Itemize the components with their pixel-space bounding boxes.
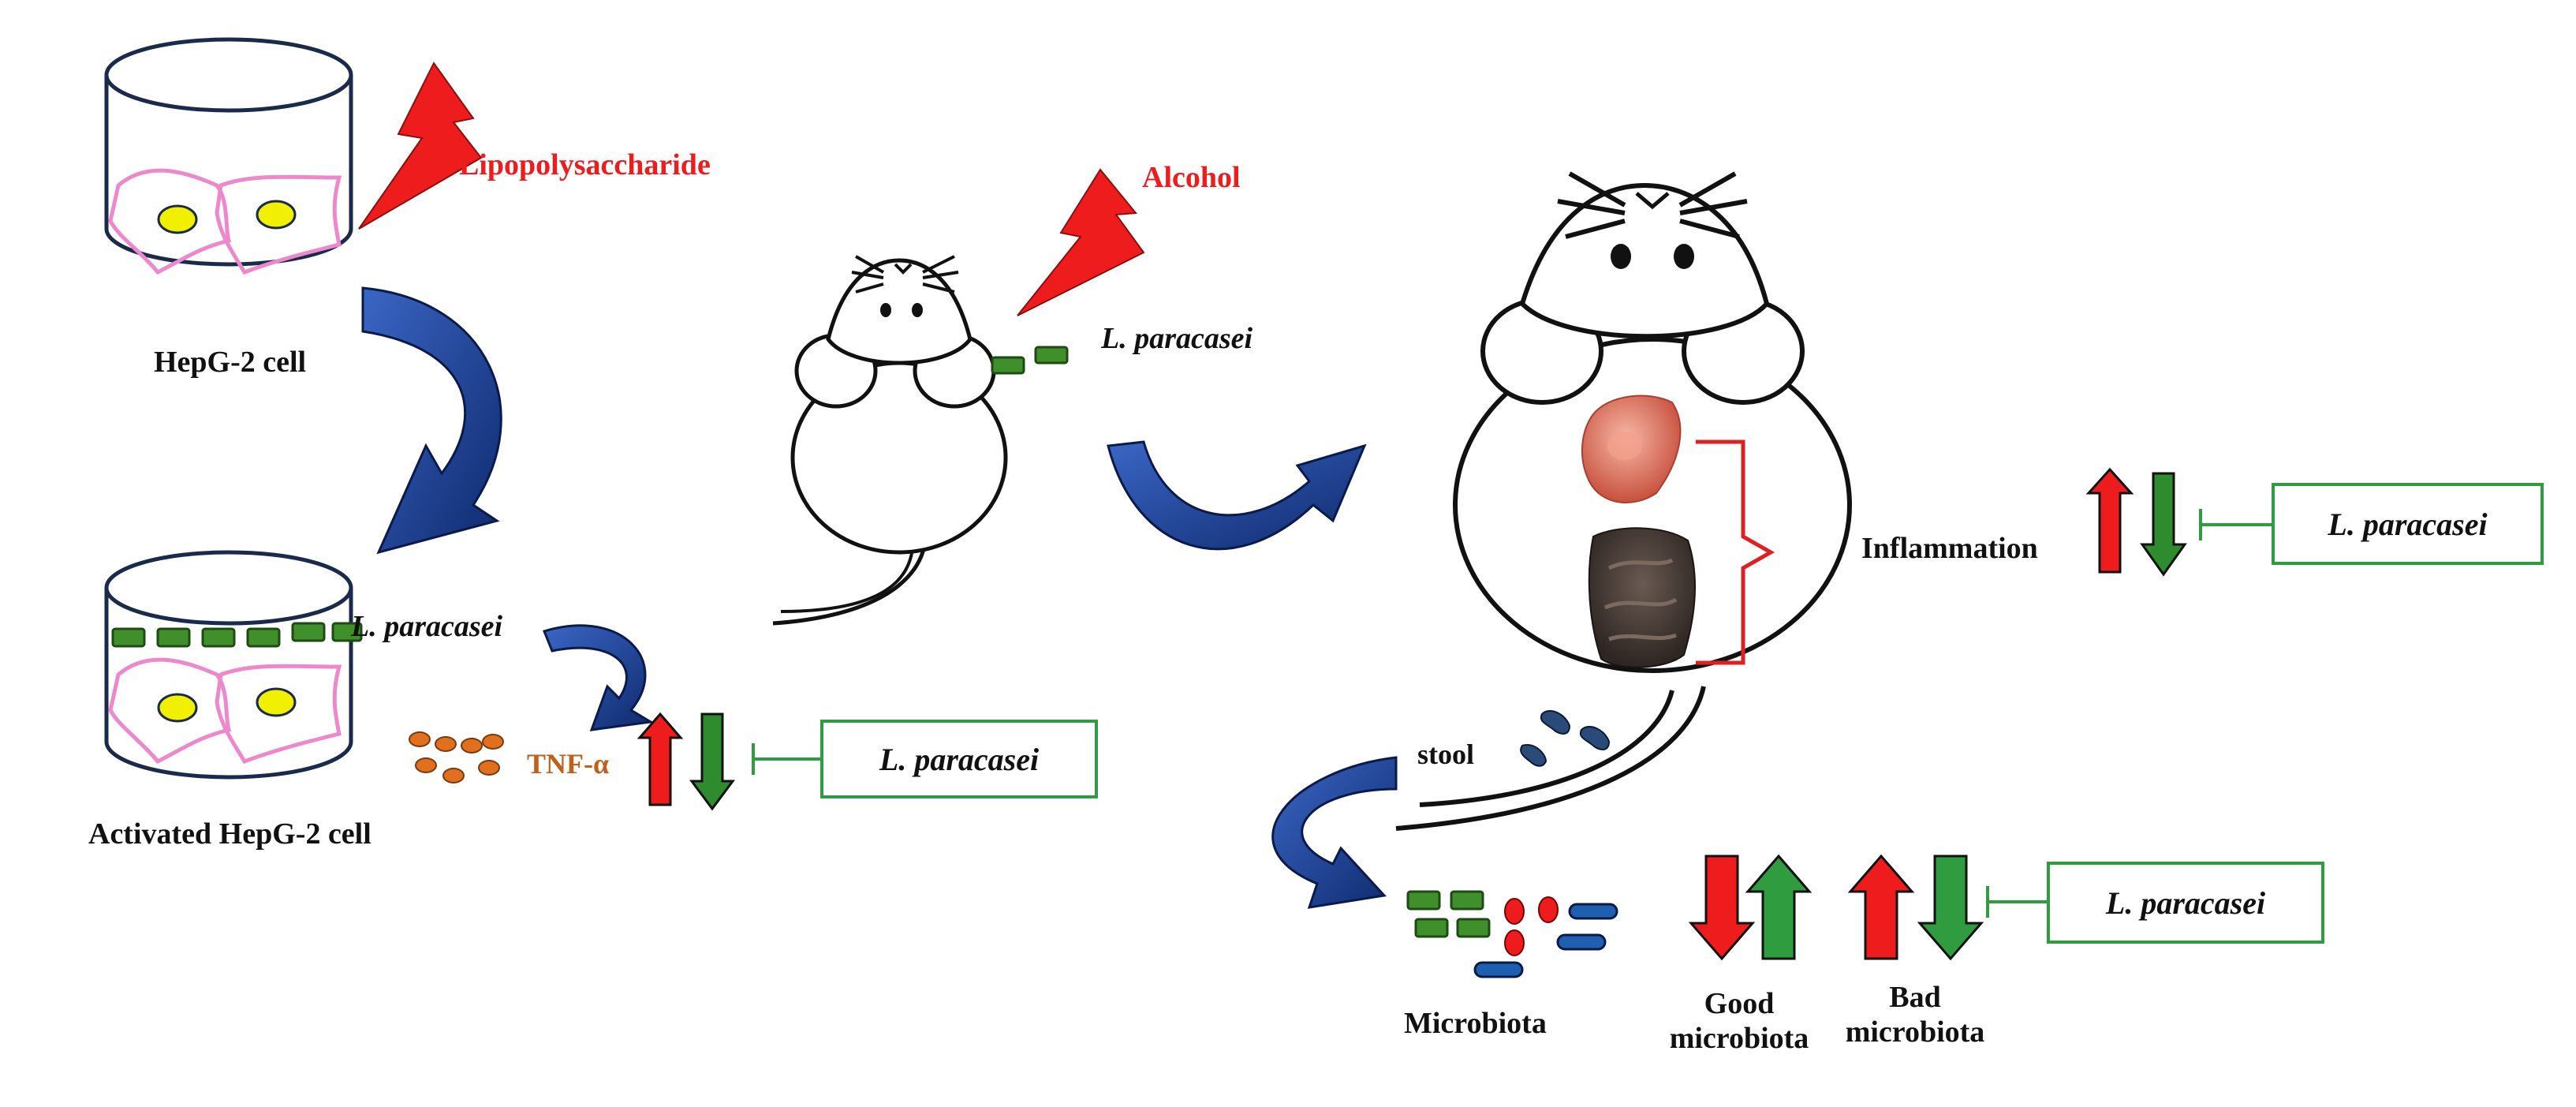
microbiota-icon [1406, 890, 1618, 978]
lps-label: Lipopolysaccharide [459, 148, 711, 181]
inflammation-label: Inflammation [1861, 532, 2038, 565]
lightning-icon [358, 62, 483, 230]
mouse-icon [1395, 171, 1852, 831]
good-microbiota-label: Good microbiota [1645, 989, 1834, 1053]
hepg2-cell-icon [108, 168, 342, 275]
inhibitor-box-inflammation: L. paracasei [2272, 483, 2544, 565]
up-arrow-icon [637, 712, 684, 806]
curved-arrow-icon [542, 624, 655, 731]
down-arrow-icon [689, 712, 735, 811]
inhibitor-box-microbiota: L. paracasei [2047, 862, 2324, 944]
good-microbiota-line2: microbiota [1669, 1022, 1809, 1055]
bad-microbiota-label: Bad microbiota [1820, 982, 2010, 1047]
probiotic-bacteria [991, 346, 1069, 375]
intestine-icon [1588, 527, 1697, 668]
activated-hepg2-label: Activated HepG-2 cell [88, 817, 371, 851]
bracket-icon [1696, 439, 1775, 665]
culture-dish-icon [104, 37, 353, 275]
curved-arrow-icon [1107, 440, 1367, 551]
inhibitor-icon [1986, 886, 2047, 918]
alcohol-label: Alcohol [1142, 161, 1241, 194]
lp-cell-label: L. paracasei [351, 610, 503, 643]
tnf-particles [409, 731, 504, 784]
down-arrow-icon [2140, 472, 2187, 577]
bad-microbiota-line2: microbiota [1845, 1015, 1985, 1049]
bad-microbiota-line1: Bad [1889, 981, 1941, 1014]
liver-icon [1581, 395, 1682, 503]
curved-arrow-icon [1271, 756, 1398, 909]
inhibitor-box-tnf: L. paracasei [820, 720, 1098, 798]
probiotic-bacteria [111, 622, 363, 648]
tnf-label: TNF-α [527, 748, 610, 780]
down-arrow-icon [1688, 855, 1756, 961]
good-microbiota-line1: Good [1704, 987, 1775, 1020]
lightning-icon [1017, 168, 1145, 316]
up-arrow-icon [2085, 467, 2134, 574]
curved-arrow-icon [361, 286, 502, 555]
stool-label: stool [1417, 739, 1474, 770]
down-arrow-icon [1917, 855, 1984, 961]
lp-mouse-label: L. paracasei [1101, 322, 1253, 355]
inhibitor-icon [752, 743, 820, 775]
inhibitor-icon [2199, 509, 2272, 540]
culture-dish-icon [104, 550, 363, 780]
hepg2-cell-icon [108, 657, 342, 765]
up-arrow-icon [1847, 854, 1915, 960]
up-arrow-icon [1745, 854, 1813, 960]
stool-icon [1520, 710, 1611, 767]
mouse-icon [772, 255, 1008, 626]
hepg2-label: HepG-2 cell [154, 346, 307, 379]
microbiota-label: Microbiota [1404, 1007, 1547, 1040]
